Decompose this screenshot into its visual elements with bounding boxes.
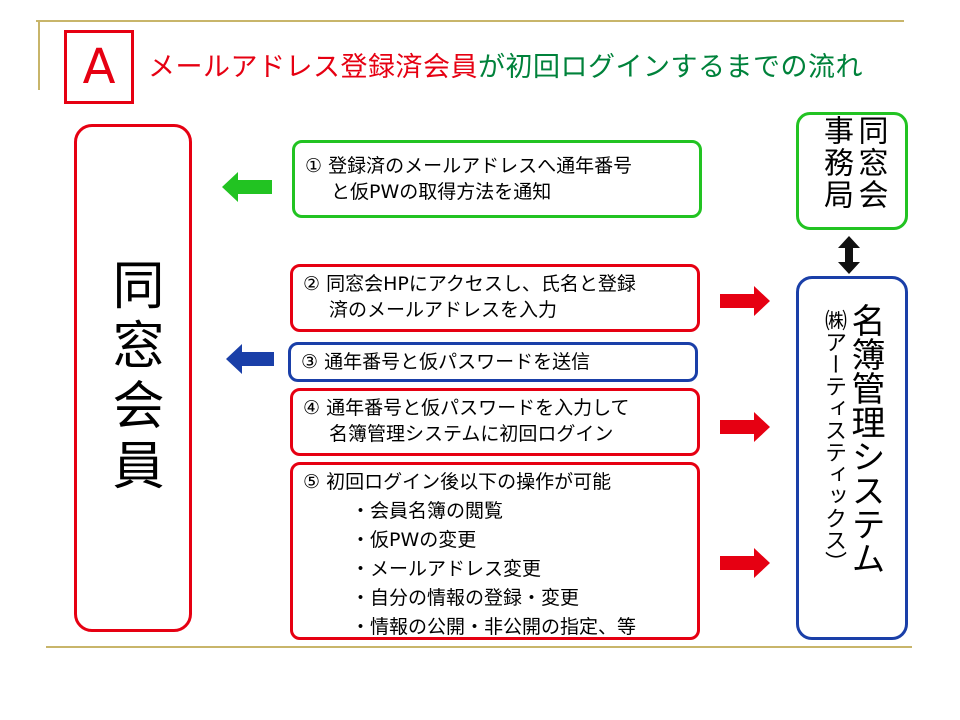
step-2-line-2: 済のメールアドレスを入力 (329, 299, 558, 321)
bottom-rule (46, 646, 912, 648)
step-4-line-1: ④ 通年番号と仮パスワードを入力して (303, 397, 630, 419)
step-2-line-1: ② 同窓会HPにアクセスし、氏名と登録 (303, 273, 636, 295)
arrow-right-red-icon-step-2 (720, 286, 770, 316)
step-5-item-5: ・情報の公開・非公開の指定、等 (351, 616, 637, 638)
section-label: A (64, 30, 134, 104)
page-title: メールアドレス登録済会員が初回ログインするまでの流れ (148, 46, 863, 90)
system-company: ㈱アーティスティックス） (821, 309, 846, 573)
arrow-right-red-icon-step-4 (720, 412, 770, 442)
step-3-line-1: ③ 通年番号と仮パスワードを送信 (301, 351, 591, 373)
step-5-item-2: ・仮PWの変更 (351, 529, 477, 551)
arrow-left-green-icon (222, 172, 272, 202)
step-1-line-2: と仮PWの取得方法を通知 (331, 181, 552, 203)
step-5-item-3: ・メールアドレス変更 (351, 558, 542, 580)
office-label: 同窓会事務局 (818, 115, 888, 211)
arrow-right-red-icon-step-5 (720, 548, 770, 578)
step-4-box: ④ 通年番号と仮パスワードを入力して 名簿管理システムに初回ログイン (290, 388, 700, 456)
step-1-box: ① 登録済のメールアドレスへ通年番号 と仮PWの取得方法を通知 (292, 140, 702, 218)
title-green-part: が初回ログインするまでの流れ (478, 52, 863, 83)
step-1-line-1: ① 登録済のメールアドレスへ通年番号 (305, 155, 633, 177)
system-box: 名簿管理システム ㈱アーティスティックス） (796, 276, 908, 640)
arrow-left-blue-icon (226, 344, 274, 374)
step-4-line-2: 名簿管理システムに初回ログイン (329, 423, 614, 445)
arrow-up-down-icon (838, 236, 860, 274)
member-label: 同窓会員 (103, 258, 163, 498)
left-rule (38, 20, 40, 90)
step-5-line-1: ⑤ 初回ログイン後以下の操作が可能 (303, 471, 612, 493)
step-3-box: ③ 通年番号と仮パスワードを送信 (288, 342, 698, 382)
step-5-item-4: ・自分の情報の登録・変更 (351, 587, 580, 609)
step-2-box: ② 同窓会HPにアクセスし、氏名と登録 済のメールアドレスを入力 (290, 264, 700, 332)
office-box: 同窓会事務局 (796, 112, 908, 230)
system-name: 名簿管理システム (845, 303, 885, 575)
step-5-item-1: ・会員名簿の閲覧 (351, 500, 504, 522)
step-5-box: ⑤ 初回ログイン後以下の操作が可能 ・会員名簿の閲覧 ・仮PWの変更 ・メールア… (290, 462, 700, 640)
member-box: 同窓会員 (74, 124, 192, 632)
title-red-part: メールアドレス登録済会員 (148, 52, 478, 83)
top-rule (36, 20, 904, 22)
